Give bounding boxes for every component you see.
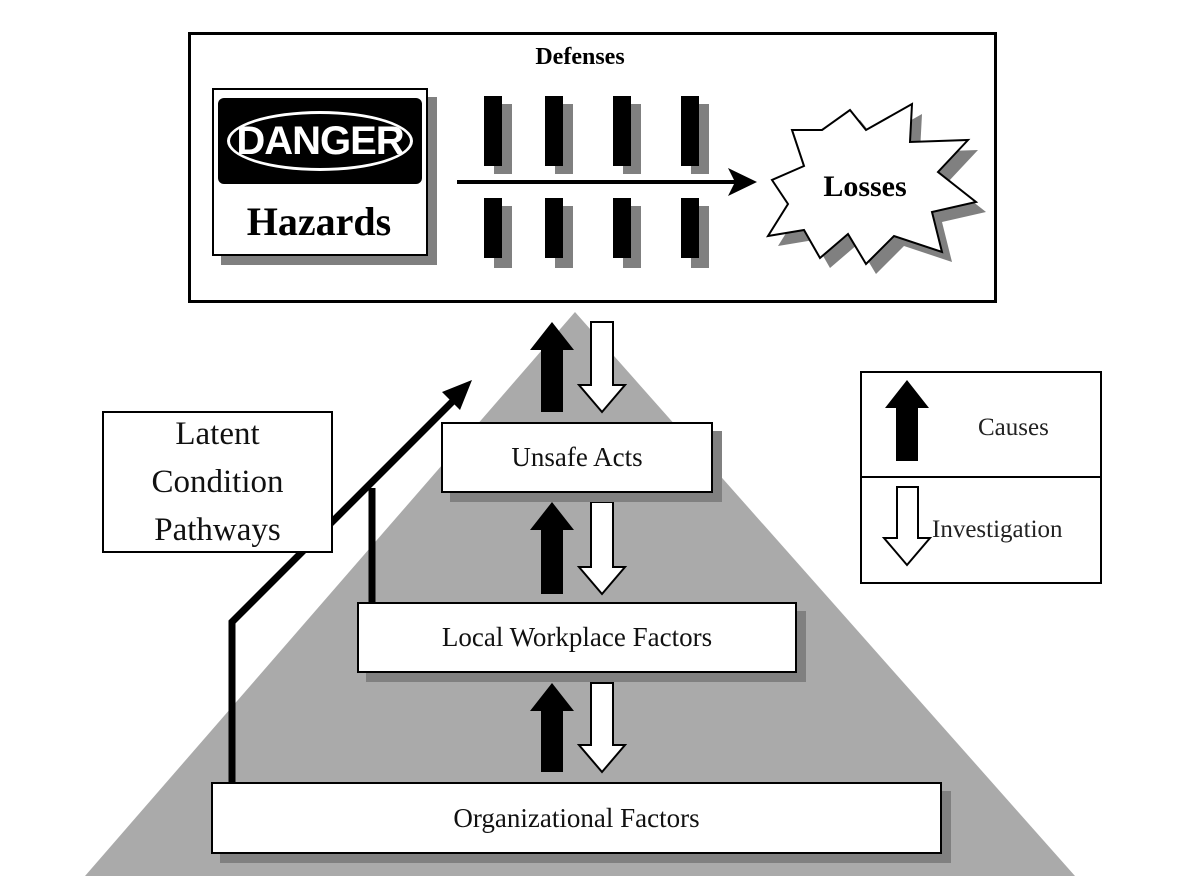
local-workplace-factors-box: Local Workplace Factors <box>357 602 797 673</box>
defenses-title: Defenses <box>535 44 625 70</box>
legend-investigation-label: Investigation <box>932 516 1063 543</box>
losses-label: Losses <box>823 170 907 203</box>
pyramid-background <box>85 312 1075 876</box>
danger-sign: DANGER <box>218 98 422 184</box>
investigation-arrow-top <box>576 321 628 414</box>
latent-condition-pathways-box: Latent Condition Pathways <box>102 411 333 553</box>
investigation-arrow-bottom <box>576 682 628 774</box>
latent-pathway-lines <box>228 380 472 782</box>
legend-causes-label: Causes <box>978 414 1049 441</box>
cause-arrow-top <box>530 322 574 412</box>
unsafe-acts-box: Unsafe Acts <box>441 422 713 493</box>
latent-line-3: Pathways <box>154 512 281 548</box>
legend-divider <box>860 476 1102 478</box>
latent-line-2: Condition <box>151 464 284 500</box>
cause-arrow-middle <box>530 502 574 594</box>
cause-arrow-bottom <box>530 683 574 772</box>
latent-line-1: Latent <box>175 416 260 452</box>
danger-text: DANGER <box>236 118 404 163</box>
hazards-label: Hazards <box>246 199 392 244</box>
organizational-factors-box: Organizational Factors <box>211 782 942 854</box>
danger-oval: DANGER <box>227 111 413 171</box>
investigation-arrow-middle <box>576 501 628 596</box>
